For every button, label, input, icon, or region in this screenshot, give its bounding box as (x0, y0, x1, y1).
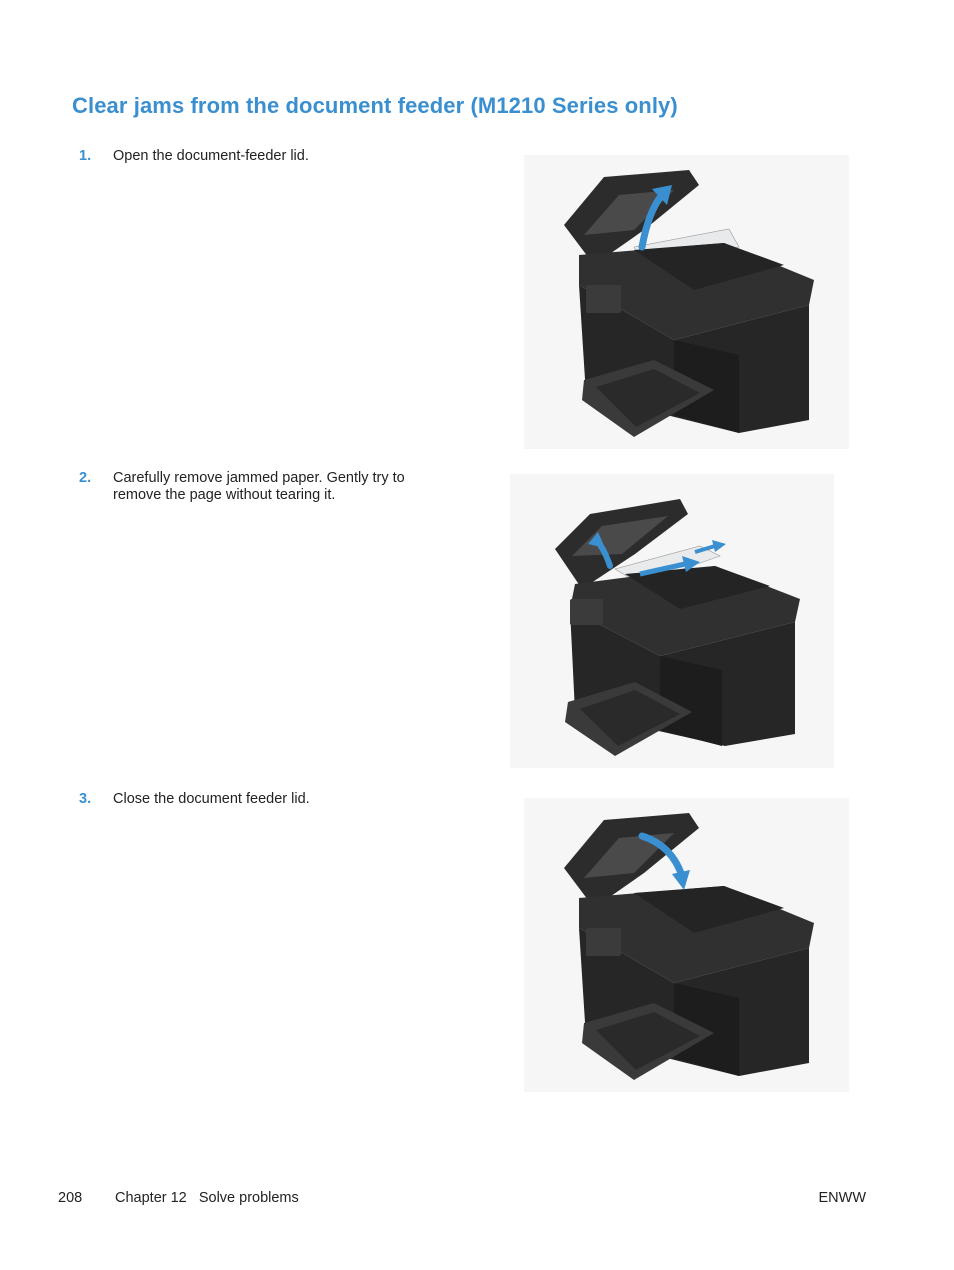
footer-right-label: ENWW (818, 1190, 866, 1206)
step-1-illustration (524, 155, 849, 449)
page-title: Clear jams from the document feeder (M12… (72, 93, 678, 118)
step-2-number: 2. (79, 470, 92, 486)
lift-arrow-icon (638, 191, 666, 251)
step-3-illustration (524, 798, 849, 1092)
printer-illustration (555, 499, 800, 756)
chapter-label: Chapter 12 Solve problems (115, 1190, 299, 1206)
close-arrow-icon (638, 832, 686, 880)
step-1-text: Open the document-feeder lid. (113, 148, 309, 164)
page-number: 208 (58, 1190, 83, 1206)
step-1-number: 1. (79, 148, 92, 164)
pull-arrow-icon (639, 561, 686, 577)
step-3-text: Close the document feeder lid. (113, 791, 310, 807)
step-2-illustration (510, 474, 834, 768)
step-2-text: Carefully remove jammed paper. Gently tr… (113, 470, 405, 503)
printer-illustration (564, 813, 814, 1080)
step-3-number: 3. (79, 791, 92, 807)
printer-illustration (564, 170, 814, 437)
